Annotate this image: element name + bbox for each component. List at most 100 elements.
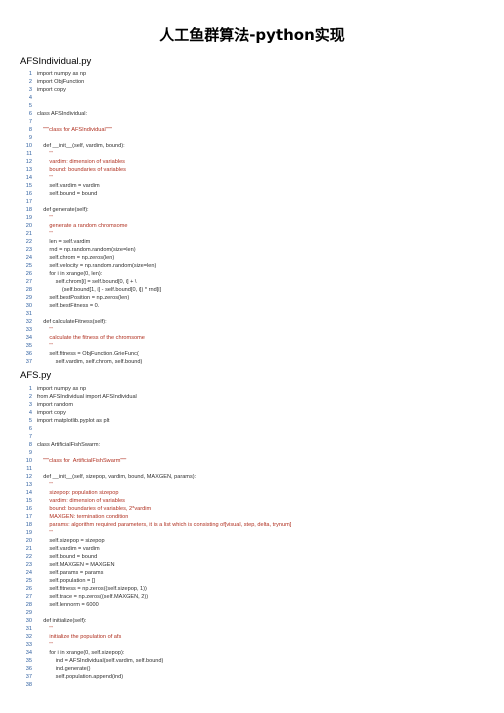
line-number: 28: [25, 287, 32, 293]
line-number: 22: [25, 554, 32, 560]
code-text: bound: boundaries of variables: [37, 167, 126, 173]
code-text: generate a random chromsome: [37, 223, 128, 229]
line-number: 38: [25, 682, 32, 688]
code-line: 7: [22, 433, 291, 441]
line-number: 10: [25, 143, 32, 149]
code-text: ind = AFSIndividual(self.vardim, self.bo…: [37, 658, 164, 664]
code-line: 23 self.MAXGEN = MAXGEN: [22, 561, 291, 569]
code-line: 16 self.bound = bound: [22, 190, 161, 198]
code-line: 12 vardim: dimension of variables: [22, 158, 161, 166]
line-number: 2: [28, 79, 32, 85]
code-text: """class for ArtificialFishSwarm""": [37, 458, 127, 464]
line-number: 16: [25, 506, 32, 512]
line-number: 21: [25, 546, 32, 552]
code-line: 10 """class for ArtificialFishSwarm""": [22, 457, 291, 465]
code-line: 11 ''': [22, 150, 161, 158]
code-line: 30 self.bestFitness = 0.: [22, 302, 161, 310]
line-number: 19: [25, 530, 32, 536]
line-number: 17: [25, 514, 32, 520]
line-number: 13: [25, 482, 32, 488]
code-text: import matplotlib.pyplot as plt: [37, 418, 110, 424]
code-line: 31 ''': [22, 625, 291, 633]
code-line: 21 self.vardim = vardim: [22, 545, 291, 553]
code-line: 17: [22, 198, 161, 206]
line-number: 27: [25, 594, 32, 600]
line-number: 14: [25, 175, 32, 181]
code-line: 20 generate a random chromsome: [22, 222, 161, 230]
code-text: self.vardim = vardim: [37, 183, 100, 189]
line-number: 10: [25, 458, 32, 464]
line-number: 33: [25, 327, 32, 333]
code-line: 38: [22, 681, 291, 689]
code-text: import numpy as np: [37, 386, 87, 392]
line-number: 12: [25, 474, 32, 480]
line-number: 11: [26, 466, 32, 472]
line-number: 33: [25, 642, 32, 648]
code-line: 8 """class for AFSIndividual""": [22, 126, 161, 134]
file-title-afs: AFS.py: [20, 370, 52, 381]
code-text: ''': [37, 642, 53, 648]
line-number: 11: [26, 151, 32, 157]
code-text: def __init__(self, vardim, bound):: [37, 143, 125, 149]
code-line: 22 self.bound = bound: [22, 553, 291, 561]
code-line: 24 self.chrom = np.zeros(len): [22, 254, 161, 262]
code-line: 15 self.vardim = vardim: [22, 182, 161, 190]
line-number: 18: [25, 207, 32, 213]
line-number: 37: [25, 359, 32, 365]
line-number: 7: [28, 119, 32, 125]
code-text: ''': [37, 215, 53, 221]
code-text: import numpy as np: [37, 71, 87, 77]
code-text: self.population.append(ind): [37, 674, 124, 680]
line-number: 25: [25, 578, 32, 584]
code-text: """class for AFSIndividual""": [37, 127, 112, 133]
line-number: 23: [25, 247, 32, 253]
line-number: 2: [28, 394, 32, 400]
code-text: vardim: dimension of variables: [37, 498, 125, 504]
code-line: 12 def __init__(self, sizepop, vardim, b…: [22, 473, 291, 481]
line-number: 6: [28, 111, 32, 117]
code-line: 33 ''': [22, 641, 291, 649]
code-line: 27 self.trace = np.zeros((self.MAXGEN, 2…: [22, 593, 291, 601]
line-number: 32: [25, 634, 32, 640]
code-line: 13 bound: boundaries of variables: [22, 166, 161, 174]
line-number: 30: [25, 618, 32, 624]
code-line: 13 ''': [22, 481, 291, 489]
line-number: 19: [25, 215, 32, 221]
code-line: 18 params: algorithm required parameters…: [22, 521, 292, 529]
line-number: 32: [25, 319, 32, 325]
code-line: 4: [22, 94, 161, 102]
code-text: bound: boundaries of variables, 2*vardim: [37, 506, 152, 512]
code-text: calculate the fitness of the chromsome: [37, 335, 145, 341]
code-text: self.lennorm = 6000: [37, 602, 99, 608]
line-number: 16: [25, 191, 32, 197]
line-number: 5: [28, 103, 32, 109]
code-text: for i in xrange(0, self.sizepop):: [37, 650, 125, 656]
code-text: from AFSIndividual import AFSIndividual: [37, 394, 137, 400]
code-line: 31: [22, 310, 161, 318]
line-number: 28: [25, 602, 32, 608]
code-text: import copy: [37, 410, 66, 416]
code-text: def calculateFitness(self):: [37, 319, 107, 325]
code-line: 20 self.sizepop = sizepop: [22, 537, 291, 545]
code-text: self.bound = bound: [37, 191, 98, 197]
line-number: 8: [28, 442, 32, 448]
line-number: 1: [28, 71, 32, 77]
line-number: 23: [25, 562, 32, 568]
code-line: 25 self.velocity = np.random.random(size…: [22, 262, 161, 270]
code-text: params: algorithm required parameters, i…: [37, 522, 292, 528]
code-line: 18 def generate(self):: [22, 206, 161, 214]
code-line: 10 def __init__(self, vardim, bound):: [22, 142, 161, 150]
code-text: self.chrom = np.zeros(len): [37, 255, 115, 261]
line-number: 26: [25, 586, 32, 592]
file-title-afsindividual: AFSIndividual.py: [20, 56, 92, 67]
line-number: 35: [25, 658, 32, 664]
line-number: 12: [25, 159, 32, 165]
code-line: 1 import numpy as np: [22, 70, 161, 78]
code-line: 37 self.vardim, self.chrom, self.bound): [22, 358, 161, 366]
